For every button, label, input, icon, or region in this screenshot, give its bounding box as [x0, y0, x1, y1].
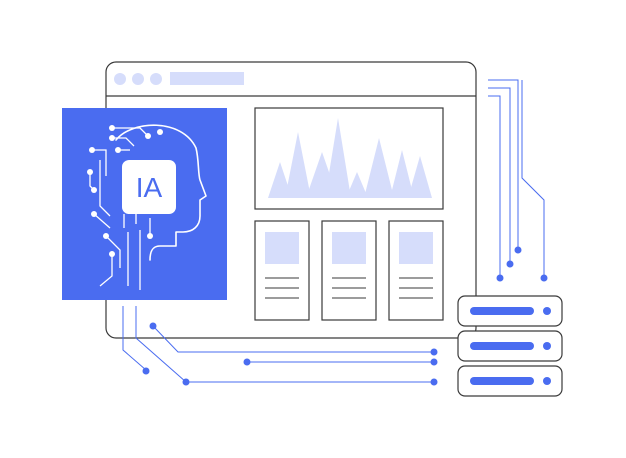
window-dot-2-icon [132, 73, 144, 85]
brain-circuit-icon [89, 127, 151, 290]
content-card-1 [254, 220, 310, 321]
chart-peaks [268, 118, 432, 198]
content-card-3 [388, 220, 444, 321]
bottom-circuit-traces [122, 306, 432, 383]
ia-badge-text: IA [136, 172, 163, 203]
right-circuit-traces [488, 79, 545, 276]
brain-circuit-nodes [87, 125, 163, 257]
chart-panel [254, 107, 444, 210]
head-profile-icon [115, 124, 207, 261]
server-stack-icon [457, 295, 563, 397]
ai-panel: IA [62, 108, 227, 300]
content-card-2 [321, 220, 377, 321]
window-dot-3-icon [150, 73, 162, 85]
bottom-circuit-nodes [142, 322, 438, 386]
right-circuit-nodes [496, 246, 548, 282]
window-dot-1-icon [114, 73, 126, 85]
ia-badge [122, 160, 176, 214]
address-bar [170, 72, 244, 85]
